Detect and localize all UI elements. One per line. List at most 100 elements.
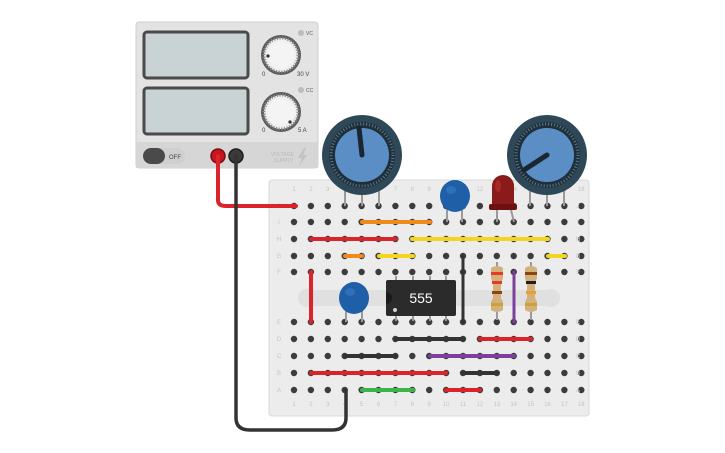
breadboard-hole[interactable] xyxy=(544,268,551,276)
breadboard-hole[interactable] xyxy=(341,218,348,226)
breadboard-hole[interactable] xyxy=(561,218,568,226)
breadboard-hole[interactable] xyxy=(426,202,433,210)
breadboard-hole[interactable] xyxy=(561,268,568,276)
breadboard-hole[interactable] xyxy=(510,369,517,377)
breadboard-hole[interactable] xyxy=(341,268,348,276)
breadboard-hole[interactable] xyxy=(561,386,568,394)
breadboard-hole[interactable] xyxy=(493,252,500,260)
breadboard-hole[interactable] xyxy=(527,218,534,226)
breadboard-hole[interactable] xyxy=(476,202,484,210)
breadboard-hole[interactable] xyxy=(476,218,484,226)
breadboard-hole[interactable] xyxy=(578,235,585,243)
breadboard-hole[interactable] xyxy=(392,268,399,276)
breadboard-hole[interactable] xyxy=(578,218,585,226)
breadboard-hole[interactable] xyxy=(527,369,534,377)
breadboard-hole[interactable] xyxy=(290,386,298,394)
breadboard-hole[interactable] xyxy=(578,268,585,276)
potentiometer-left[interactable] xyxy=(322,115,402,206)
breadboard-hole[interactable] xyxy=(375,268,382,276)
breadboard-hole[interactable] xyxy=(290,235,298,243)
breadboard-hole[interactable] xyxy=(561,335,568,343)
breadboard-hole[interactable] xyxy=(307,335,315,343)
breadboard-hole[interactable] xyxy=(324,318,331,326)
breadboard-hole[interactable] xyxy=(578,352,585,360)
breadboard-hole[interactable] xyxy=(561,235,568,243)
breadboard-hole[interactable] xyxy=(544,218,551,226)
breadboard-hole[interactable] xyxy=(578,335,585,343)
breadboard-hole[interactable] xyxy=(578,202,585,210)
voltage-knob[interactable] xyxy=(261,35,301,75)
breadboard-hole[interactable] xyxy=(358,268,365,276)
potentiometer-right[interactable] xyxy=(507,115,587,206)
red-led[interactable] xyxy=(489,175,517,223)
breadboard-hole[interactable] xyxy=(527,352,534,360)
breadboard-hole[interactable] xyxy=(476,268,484,276)
breadboard-hole[interactable] xyxy=(307,202,315,210)
breadboard-hole[interactable] xyxy=(324,202,331,210)
breadboard-hole[interactable] xyxy=(442,268,450,276)
breadboard-hole[interactable] xyxy=(476,318,484,326)
breadboard-hole[interactable] xyxy=(324,352,331,360)
ic-555-timer[interactable]: 555 xyxy=(386,276,456,321)
breadboard-hole[interactable] xyxy=(561,352,568,360)
supply-red-lead[interactable] xyxy=(216,154,298,208)
breadboard-hole[interactable] xyxy=(442,252,450,260)
breadboard-hole[interactable] xyxy=(527,252,534,260)
breadboard-hole[interactable] xyxy=(324,218,331,226)
breadboard-hole[interactable] xyxy=(409,352,416,360)
breadboard-hole[interactable] xyxy=(290,218,298,226)
breadboard-hole[interactable] xyxy=(476,252,484,260)
breadboard-hole[interactable] xyxy=(544,352,551,360)
breadboard-hole[interactable] xyxy=(290,252,298,260)
breadboard-hole[interactable] xyxy=(561,318,568,326)
breadboard-hole[interactable] xyxy=(307,218,315,226)
breadboard-hole[interactable] xyxy=(527,318,534,326)
breadboard-hole[interactable] xyxy=(493,318,500,326)
breadboard-hole[interactable] xyxy=(375,335,382,343)
breadboard-hole[interactable] xyxy=(426,252,433,260)
breadboard-hole[interactable] xyxy=(341,335,348,343)
breadboard-hole[interactable] xyxy=(290,369,298,377)
breadboard-hole[interactable] xyxy=(307,352,315,360)
breadboard-hole[interactable] xyxy=(290,318,298,326)
power-switch[interactable]: OFF xyxy=(143,148,185,164)
breadboard-hole[interactable] xyxy=(375,318,382,326)
breadboard-hole[interactable] xyxy=(510,252,517,260)
resistor-right[interactable] xyxy=(525,262,537,320)
breadboard-hole[interactable] xyxy=(544,318,551,326)
breadboard-hole[interactable] xyxy=(307,252,315,260)
breadboard-hole[interactable] xyxy=(324,268,331,276)
breadboard-hole[interactable] xyxy=(426,268,433,276)
breadboard-hole[interactable] xyxy=(578,386,585,394)
resistor-left[interactable] xyxy=(491,262,503,320)
breadboard-hole[interactable] xyxy=(392,202,399,210)
breadboard-hole[interactable] xyxy=(409,202,416,210)
breadboard-hole[interactable] xyxy=(544,386,551,394)
ceramic-capacitor-middle[interactable] xyxy=(339,282,369,322)
breadboard-hole[interactable] xyxy=(578,252,585,260)
breadboard-hole[interactable] xyxy=(290,268,298,276)
breadboard-hole[interactable] xyxy=(426,386,433,394)
jumper-wires[interactable] xyxy=(216,154,567,432)
ceramic-capacitor-top[interactable] xyxy=(440,180,470,222)
power-supply[interactable]: 0 30 V VC 0 5 A CC OFF VOLTAGE SUPPLY xyxy=(135,21,319,169)
breadboard-hole[interactable] xyxy=(358,335,365,343)
breadboard-hole[interactable] xyxy=(307,386,315,394)
supply-black-lead[interactable] xyxy=(234,154,348,432)
breadboard-hole[interactable] xyxy=(561,369,568,377)
breadboard-hole[interactable] xyxy=(324,252,331,260)
breadboard-hole[interactable] xyxy=(409,268,416,276)
breadboard-hole[interactable] xyxy=(324,335,331,343)
breadboard-hole[interactable] xyxy=(442,318,450,326)
breadboard-hole[interactable] xyxy=(290,335,298,343)
breadboard-hole[interactable] xyxy=(578,369,585,377)
breadboard-hole[interactable] xyxy=(324,386,331,394)
breadboard-hole[interactable] xyxy=(578,318,585,326)
breadboard-hole[interactable] xyxy=(493,386,500,394)
breadboard-hole[interactable] xyxy=(510,386,517,394)
breadboard-hole[interactable] xyxy=(544,369,551,377)
breadboard-hole[interactable] xyxy=(544,335,551,343)
breadboard-hole[interactable] xyxy=(527,386,534,394)
breadboard-hole[interactable] xyxy=(290,352,298,360)
